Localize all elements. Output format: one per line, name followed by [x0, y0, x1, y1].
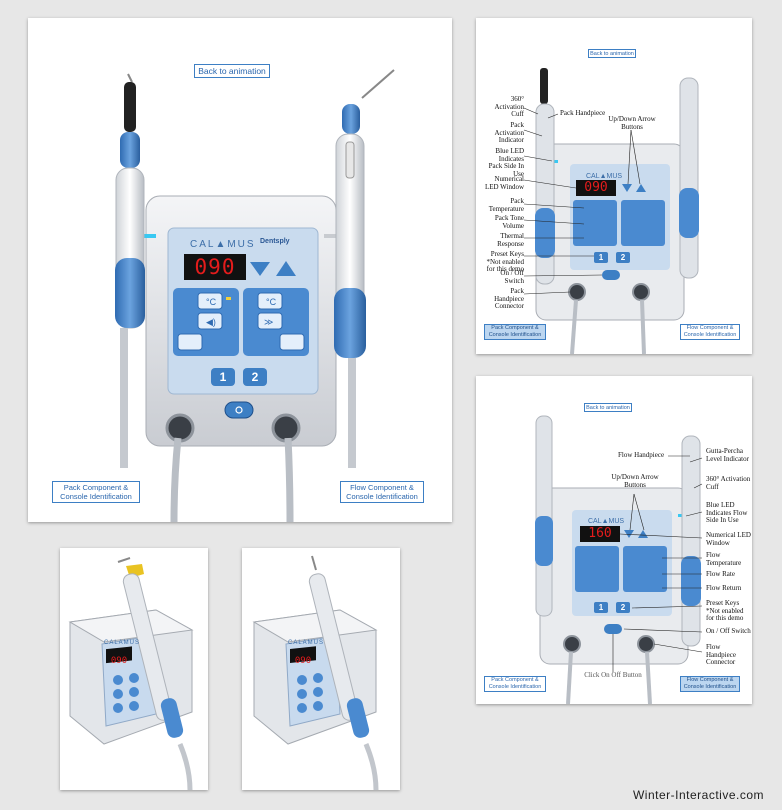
pack-console-perspective-illustration: [68, 557, 194, 790]
preset-key-2-pack[interactable]: 2: [620, 253, 626, 262]
callout-pack-activation-indicator: Pack Activation Indicator: [494, 121, 524, 144]
flow-labeled-panel: CAL▲MUS Back to animation Flow Handpiece…: [476, 376, 752, 704]
callout-pack-connector: Pack Handpiece Connector: [494, 287, 524, 310]
pack-labeled-panel: CAL▲MUS Back to animation 360° Activatio…: [476, 18, 752, 354]
preset-key-2-flow[interactable]: 2: [620, 603, 626, 612]
svg-text:Dentsply: Dentsply: [260, 238, 290, 245]
callout-flow-led-window: Numerical LED Window: [706, 531, 751, 547]
preset-key-2[interactable]: 2: [251, 370, 259, 384]
callout-pack-tone-volume: Pack Tone Volume: [494, 214, 524, 230]
callout-activation-cuff: 360° Activation Cuff: [494, 95, 524, 118]
callout-thermal-response: Thermal Response: [497, 232, 524, 248]
callout-flow-on-off-switch: On / Off Switch: [706, 627, 751, 635]
callout-flow-connector: Flow Handpiece Connector: [706, 643, 736, 666]
flow-component-button-active[interactable]: Flow Component & Console Identification: [680, 676, 740, 692]
callout-preset-keys: Preset Keys *Not enabled for this demo: [486, 250, 524, 273]
back-to-animation-button[interactable]: Back to animation: [194, 64, 270, 78]
main-panel: CAL▲MUS Dentsply °C °C ◀) ≫: [28, 18, 452, 522]
callout-flow-temperature: Flow Temperature: [706, 551, 742, 567]
callout-up-down-arrows-pack: Up/Down Arrow Buttons: [608, 115, 656, 131]
flow-console-perspective-illustration: [252, 555, 379, 790]
pack-thumbnail[interactable]: 090 CALAMUS: [60, 548, 208, 790]
flow-component-button[interactable]: Flow Component & Console Identification: [340, 481, 424, 503]
click-on-off-hint: Click On Off Button: [584, 671, 642, 679]
svg-text:°C: °C: [266, 297, 277, 307]
callout-on-off-switch: On / Off Switch: [500, 269, 524, 285]
thumb-brand-pack: CALAMUS: [104, 640, 141, 646]
pack-component-button-flow[interactable]: Pack Component & Console Identification: [484, 676, 546, 692]
led-window-flow: 160: [588, 526, 612, 541]
callout-gutta-percha-indicator: Gutta-Percha Level Indicator: [706, 447, 749, 463]
preset-key-1-flow[interactable]: 1: [598, 603, 604, 612]
callout-flow-activation-cuff: 360° Activation Cuff: [706, 475, 751, 491]
pack-component-button-active[interactable]: Pack Component & Console Identification: [484, 324, 546, 340]
svg-text:CAL▲MUS: CAL▲MUS: [190, 239, 256, 250]
pack-device-illustration: CAL▲MUS: [523, 68, 699, 354]
thumb-led-pack: 090: [110, 656, 128, 666]
flow-component-button-pack[interactable]: Flow Component & Console Identification: [680, 324, 740, 340]
callout-blue-led: Blue LED Indicates Pack Side In Use: [488, 147, 524, 178]
calamus-device-illustration: CAL▲MUS Dentsply °C °C ◀) ≫: [115, 69, 395, 522]
callout-pack-handpiece: Pack Handpiece: [560, 109, 606, 117]
callout-pack-temperature: Pack Temperature: [488, 197, 524, 213]
back-to-animation-button-pack[interactable]: Back to animation: [588, 49, 636, 58]
callout-up-down-arrows-flow: Up/Down Arrow Buttons: [611, 473, 659, 489]
callout-flow-blue-led: Blue LED Indicates Flow Side In Use: [706, 501, 748, 524]
flow-thumbnail[interactable]: 090 CALAMUS: [242, 548, 400, 790]
thumb-led-flow: 090: [294, 656, 312, 666]
svg-text:≫: ≫: [264, 317, 273, 327]
site-credit: Winter-Interactive.com: [632, 788, 764, 802]
back-to-animation-button-flow[interactable]: Back to animation: [584, 403, 632, 412]
thumb-brand-flow: CALAMUS: [288, 640, 325, 646]
callout-flow-preset-keys: Preset Keys *Not enabled for this demo: [706, 599, 744, 622]
svg-text:CAL▲MUS: CAL▲MUS: [586, 173, 622, 180]
preset-key-1[interactable]: 1: [219, 370, 227, 384]
callout-flow-return: Flow Return: [706, 584, 742, 592]
flow-device-illustration: CAL▲MUS: [535, 415, 703, 704]
svg-text:°C: °C: [206, 297, 217, 307]
callout-flow-rate: Flow Rate: [706, 570, 735, 578]
callout-led-window: Numerical LED Window: [484, 175, 524, 191]
svg-text:CAL▲MUS: CAL▲MUS: [588, 518, 624, 525]
svg-text:◀): ◀): [206, 317, 216, 327]
pack-component-button[interactable]: Pack Component & Console Identification: [52, 481, 140, 503]
callout-flow-handpiece: Flow Handpiece: [618, 451, 665, 459]
led-window-main: 090: [194, 255, 236, 279]
preset-key-1-pack[interactable]: 1: [598, 253, 604, 262]
led-window-pack: 090: [584, 180, 608, 195]
